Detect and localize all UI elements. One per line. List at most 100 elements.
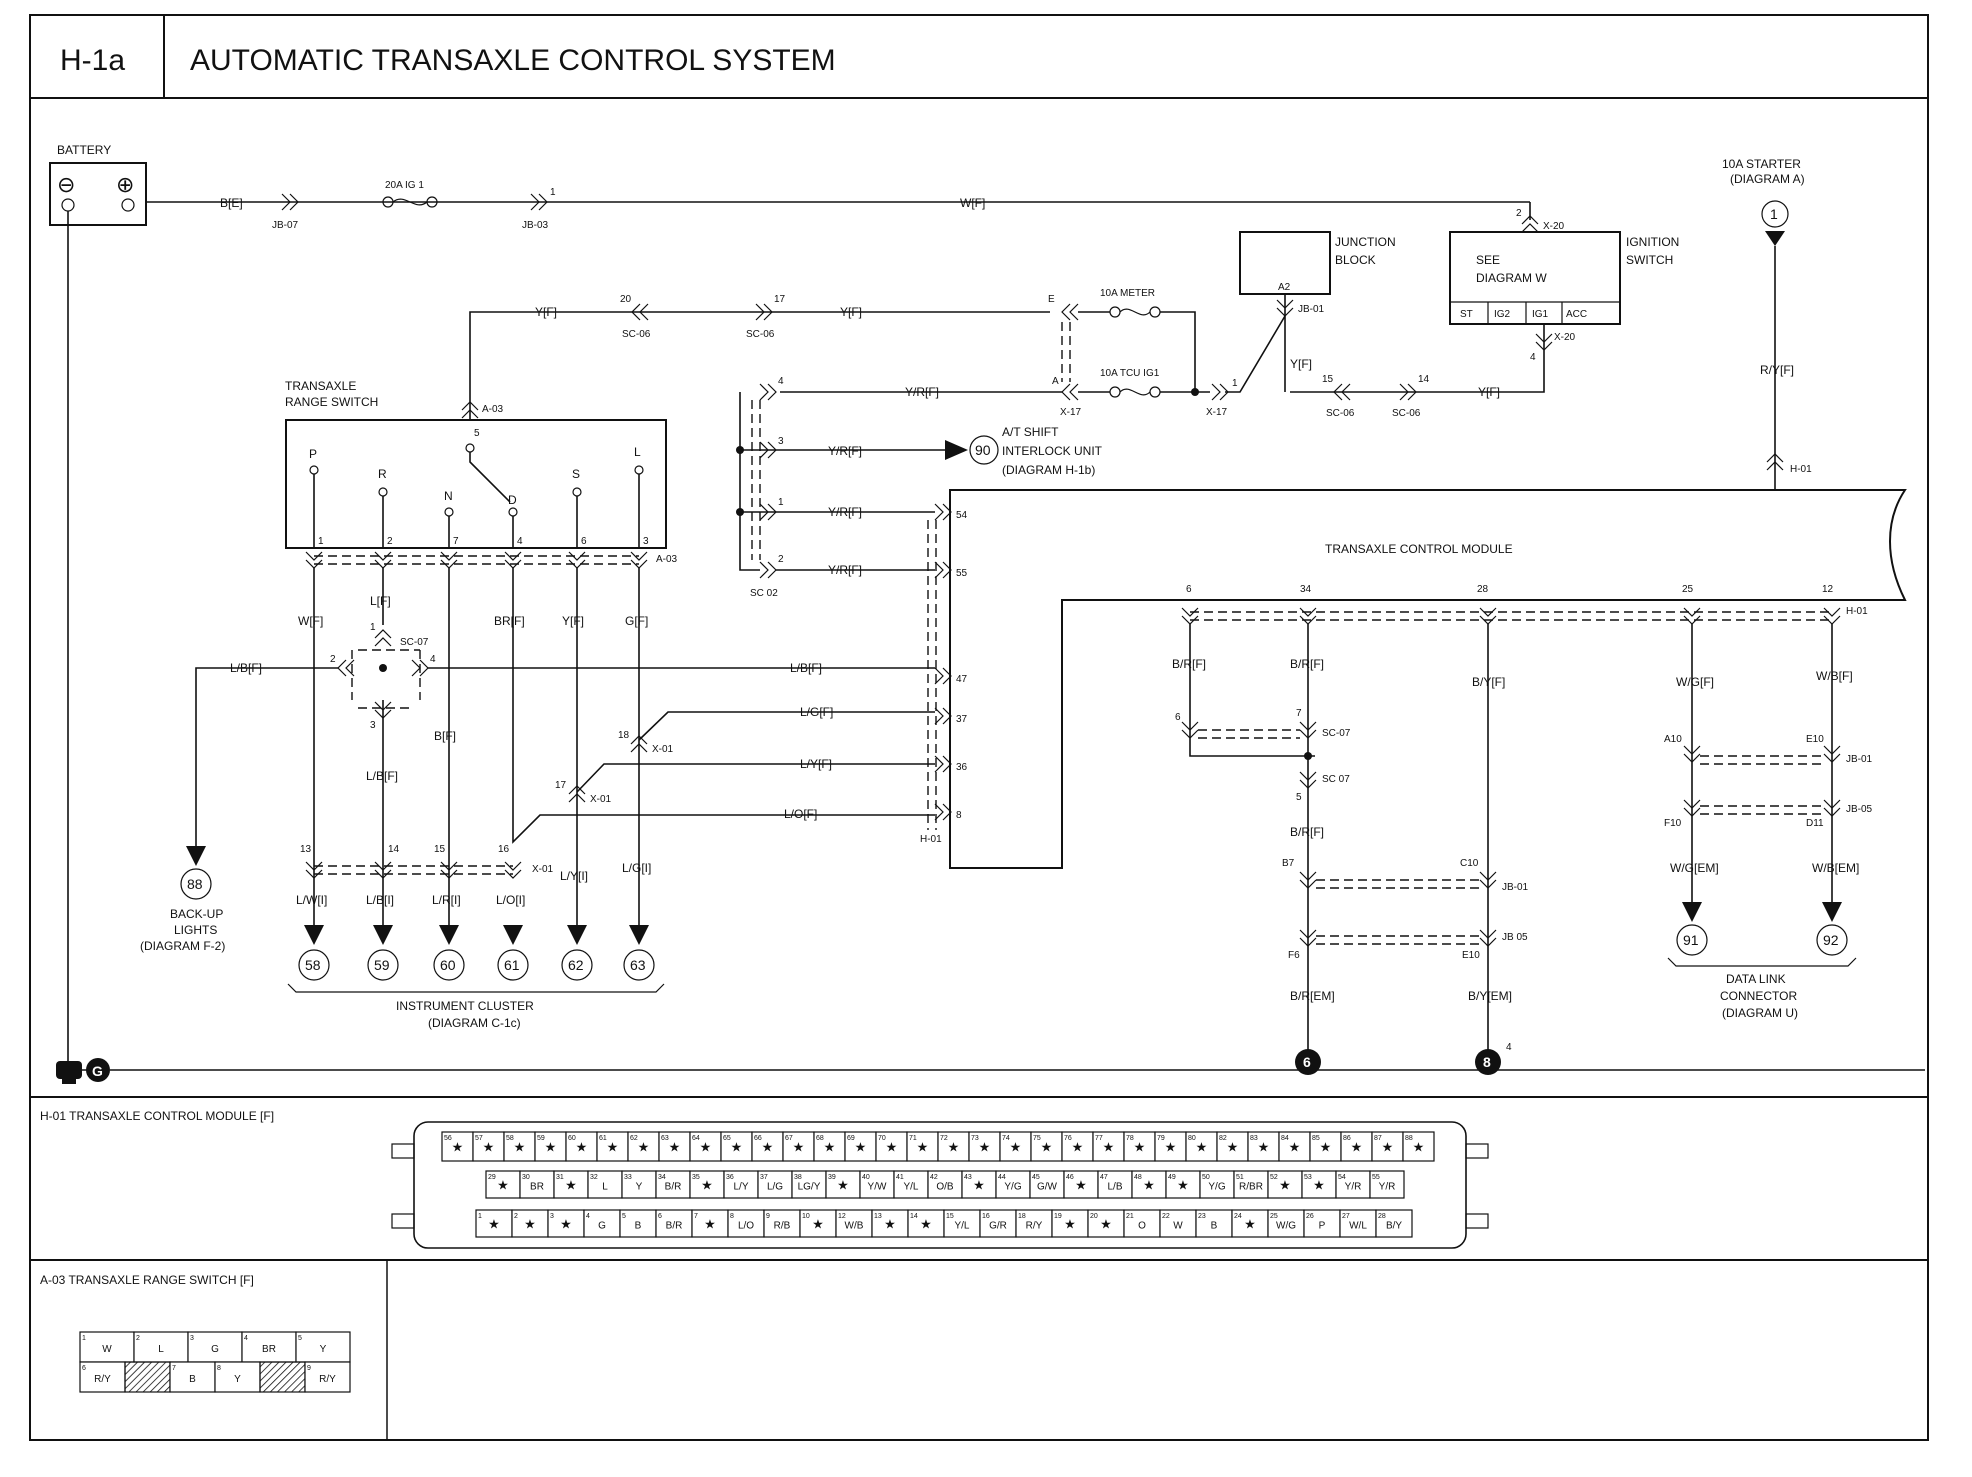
h01-r2-pin-number: 35 (692, 1174, 700, 1181)
rs-wire-yf: Y[F] (562, 614, 584, 628)
lgf-label: L/G[F] (800, 705, 833, 719)
backup-ref-circle (180, 868, 212, 900)
jb05a-f10-connector (1683, 799, 1701, 817)
jb-a10: A10 (1664, 734, 1682, 745)
h01-r1-pin-number: 59 (537, 1135, 545, 1142)
wire-yr-4: Y/R[F] (828, 563, 862, 577)
h01-r2-pin-number: 50 (1202, 1174, 1210, 1181)
a03-top-pin-color: L (158, 1344, 164, 1355)
wire-yf-2: Y[F] (840, 305, 862, 319)
h01-r1-pin-number: 78 (1126, 1135, 1134, 1142)
w-byf: B/Y[F] (1472, 675, 1505, 689)
h01-r3-pin-number: 27 (1342, 1213, 1350, 1220)
h01-r2-pin-cell: 34B/R (655, 1170, 691, 1199)
h01-r1-pin-color: ★ (1227, 1140, 1239, 1155)
meter-e-connector-icon (1061, 303, 1079, 321)
h01-r3-pin-cell: 19★ (1051, 1209, 1089, 1238)
h01-r3-pin-color: L/O (738, 1221, 754, 1232)
x01c-connectors (305, 861, 522, 879)
h01-r1-pin-cell: 66★ (751, 1131, 784, 1162)
backup-arrow-icon (186, 846, 206, 866)
h01-r2-pin-cell: 54Y/R (1335, 1170, 1371, 1199)
h01-r1-pin-color: ★ (855, 1140, 867, 1155)
jb01-b7-connector (1299, 871, 1317, 889)
a03-bottom-pin-cell: 8Y (214, 1361, 261, 1393)
h01-r2-pin-number: 36 (726, 1174, 734, 1181)
h01-r1-pin-cell: 68★ (813, 1131, 846, 1162)
lgf-wire (638, 711, 935, 741)
rs-wire-gf: G[F] (625, 614, 648, 628)
jb07-label: JB-07 (272, 220, 299, 231)
h01-r2-pin-number: 42 (930, 1174, 938, 1181)
h01-r2-pin-number: 45 (1032, 1174, 1040, 1181)
h01-r1-pin-color: ★ (917, 1140, 929, 1155)
h01-r1-pin-color: ★ (607, 1140, 619, 1155)
a03-bottom-pin-color: R/Y (94, 1374, 111, 1385)
h01-r2-pin-color: Y/L (903, 1182, 918, 1193)
ig1-wire (1290, 324, 1545, 393)
h01-r3-pin-number: 9 (766, 1213, 770, 1220)
jb05-e10-connector (1479, 929, 1497, 947)
sc06d-connector-icon (1399, 383, 1417, 401)
h01-r3-pin-cell: 1★ (475, 1209, 513, 1238)
backup-label3: (DIAGRAM F-2) (140, 939, 225, 953)
h01-r1-pin-number: 60 (568, 1135, 576, 1142)
h01-r1-pin-color: ★ (545, 1140, 557, 1155)
h01-r2-pin-color: R/BR (1239, 1182, 1263, 1193)
h01-r1-pin-cell: 58★ (503, 1131, 536, 1162)
sc07-right-connector-icon (411, 659, 429, 677)
h01-r1-pin-color: ★ (1258, 1140, 1270, 1155)
yr-top-connector-icon (759, 383, 777, 401)
cluster-ref-62: 62 (568, 957, 584, 973)
h01-row-2: 29★30BR31★32L33Y34B/R35★36L/Y37L/G38LG/Y… (485, 1170, 1405, 1199)
h01-r1-pin-number: 63 (661, 1135, 669, 1142)
h01-r2-pin-color: BR (530, 1182, 544, 1193)
h01-r3-pin-number: 1 (478, 1213, 482, 1220)
x01a-label: X-01 (652, 744, 674, 755)
ign-term-ig2: IG2 (1494, 309, 1511, 320)
tcm-pin-36: 36 (956, 762, 968, 773)
h01-r1-pin-number: 79 (1157, 1135, 1165, 1142)
h01-r1-pin-color: ★ (576, 1140, 588, 1155)
h01-r3-pin-cell: 23B (1195, 1209, 1233, 1238)
h01-r1-pin-cell: 67★ (782, 1131, 815, 1162)
x01b-label: X-01 (590, 794, 612, 805)
h01-r2-pin-cell: 43★ (961, 1170, 997, 1199)
h01-r2-pin-color: Y/G (1208, 1182, 1225, 1193)
sc06a-label: SC-06 (622, 329, 651, 340)
h01-r3-pin-cell: 21O (1123, 1209, 1161, 1238)
h01-r1-pin-number: 83 (1250, 1135, 1258, 1142)
h01-r3-pin-color: ★ (1064, 1217, 1076, 1232)
h01-r2-pin-number: 55 (1372, 1174, 1380, 1181)
sc07-junction-dot (1304, 752, 1312, 760)
h01-r2-pin-color: Y/G (1004, 1182, 1021, 1193)
tcm-pin-55-connector (934, 561, 952, 579)
a03-bottom-pin-number: 9 (307, 1365, 311, 1372)
h01-r1-pin-number: 57 (475, 1135, 483, 1142)
meter-link-dashed (1061, 322, 1071, 382)
h01-r3-pin-cell: 15Y/L (943, 1209, 981, 1238)
a03-top-pin-color: G (211, 1344, 219, 1355)
h01-r1-pin-cell: 86★ (1340, 1131, 1373, 1162)
rs-s: S (572, 467, 580, 481)
h01-r1-pin-number: 88 (1405, 1135, 1413, 1142)
h01-r3-pin-number: 13 (874, 1213, 882, 1220)
h01-r2-pin-cell: 44Y/G (995, 1170, 1031, 1199)
x01c-dashed (314, 865, 513, 875)
h01-r2-pin-cell: 40Y/W (859, 1170, 895, 1199)
h01-r2-pin-cell: 51R/BR (1233, 1170, 1269, 1199)
sc07-p5: 5 (1296, 792, 1302, 803)
cluster-ref-58: 58 (305, 957, 321, 973)
x17a-connector-icon (1061, 383, 1079, 401)
h01-r2-pin-color: O/B (936, 1182, 954, 1193)
x20-bottom-label: X-20 (1554, 332, 1576, 343)
h01-r2-pin-number: 43 (964, 1174, 972, 1181)
a03-top-pin-number: 4 (244, 1335, 248, 1342)
h01-r2-pin-color: ★ (1313, 1178, 1325, 1193)
h01-r1-pin-cell: 57★ (472, 1131, 505, 1162)
h01-r2-pin-color: ★ (1075, 1178, 1087, 1193)
h01-r3-pin-color: G/R (989, 1221, 1007, 1232)
sc07-pin-4: 4 (430, 654, 436, 665)
h01-r2-pin-number: 33 (624, 1174, 632, 1181)
h01-r2-pin-color: Y/W (868, 1182, 887, 1193)
